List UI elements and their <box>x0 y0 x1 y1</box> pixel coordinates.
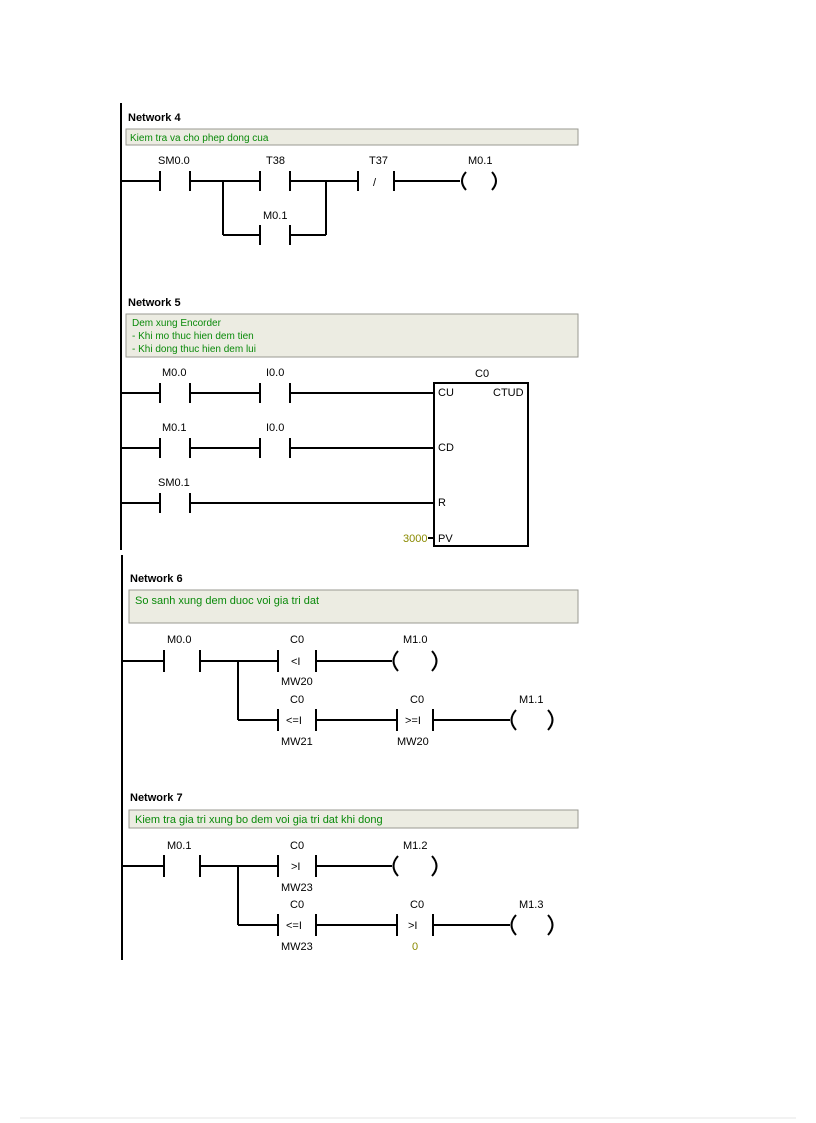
comparator-top: C0 <box>410 694 424 706</box>
comparator-op: >I <box>408 920 417 932</box>
comparator-bottom: MW20 <box>397 736 429 748</box>
contact-label: T37 <box>369 155 388 167</box>
comparator-bottom: MW23 <box>281 941 313 953</box>
contact-label: M0.1 <box>263 210 287 222</box>
network-4[interactable]: Network 4 Kiem tra va cho phep dong cua … <box>121 112 579 245</box>
comment-line: - Khi mo thuc hien dem tien <box>132 331 254 342</box>
contact-label: I0.0 <box>266 422 284 434</box>
comparator-top: C0 <box>290 634 304 646</box>
network-7[interactable]: Network 7 Kiem tra gia tri xung bo dem v… <box>122 792 579 953</box>
comment-box[interactable] <box>128 809 579 829</box>
counter-kind: CTUD <box>493 387 524 399</box>
comment-line: - Khi dong thuc hien dem lui <box>132 344 256 355</box>
comment-line: Kiem tra gia tri xung bo dem voi gia tri… <box>135 814 383 826</box>
coil-label: M1.0 <box>403 634 427 646</box>
network-title: Network 6 <box>130 573 183 585</box>
coil[interactable] <box>461 171 467 191</box>
pin-r: R <box>438 497 446 509</box>
coil[interactable] <box>510 709 517 731</box>
comparator-top: C0 <box>290 840 304 852</box>
network-title: Network 4 <box>128 112 181 124</box>
contact-label: M0.1 <box>162 422 186 434</box>
coil-label: M0.1 <box>468 155 492 167</box>
network-6[interactable]: Network 6 So sanh xung dem duoc voi gia … <box>122 573 579 748</box>
comment-box[interactable] <box>125 313 579 358</box>
comparator-top: C0 <box>290 694 304 706</box>
comment-box[interactable] <box>128 589 579 624</box>
pin-cd: CD <box>438 442 454 454</box>
contact-label: M0.0 <box>162 367 186 379</box>
upper-block: Network 4 Kiem tra va cho phep dong cua … <box>120 103 579 550</box>
comparator-op: <=I <box>286 715 302 727</box>
counter-block[interactable] <box>433 382 529 547</box>
coil-label: M1.1 <box>519 694 543 706</box>
network-title: Network 5 <box>128 297 181 309</box>
comparator-op: <I <box>291 656 300 668</box>
network-title: Network 7 <box>130 792 183 804</box>
lower-block: Network 6 So sanh xung dem duoc voi gia … <box>121 555 579 960</box>
network-5[interactable]: Network 5 Dem xung Encorder - Khi mo thu… <box>121 297 579 547</box>
comparator-op: >I <box>291 861 300 873</box>
coil[interactable] <box>510 914 517 936</box>
comparator-bottom: MW20 <box>281 676 313 688</box>
contact-label: I0.0 <box>266 367 284 379</box>
contact-label: SM0.0 <box>158 155 190 167</box>
pv-value: 3000 <box>403 533 427 545</box>
comment-line: Dem xung Encorder <box>132 318 222 329</box>
pin-cu: CU <box>438 387 454 399</box>
comment-line: Kiem tra va cho phep dong cua <box>130 133 269 144</box>
comparator-bottom: MW23 <box>281 882 313 894</box>
contact-label: SM0.1 <box>158 477 190 489</box>
contact-label: M0.0 <box>167 634 191 646</box>
svg-text:/: / <box>373 177 377 189</box>
coil-label: M1.2 <box>403 840 427 852</box>
contact-label: M0.1 <box>167 840 191 852</box>
comparator-op: <=I <box>286 920 302 932</box>
comment-line: So sanh xung dem duoc voi gia tri dat <box>135 595 319 607</box>
comparator-bottom: 0 <box>412 941 418 953</box>
comparator-bottom: MW21 <box>281 736 313 748</box>
counter-label: C0 <box>475 368 489 380</box>
comparator-op: >=I <box>405 715 421 727</box>
pin-pv: PV <box>438 533 453 545</box>
contact-label: T38 <box>266 155 285 167</box>
comparator-top: C0 <box>410 899 424 911</box>
coil-label: M1.3 <box>519 899 543 911</box>
comment-box[interactable] <box>125 128 579 146</box>
comparator-top: C0 <box>290 899 304 911</box>
coil[interactable] <box>392 650 399 672</box>
coil[interactable] <box>392 855 399 877</box>
